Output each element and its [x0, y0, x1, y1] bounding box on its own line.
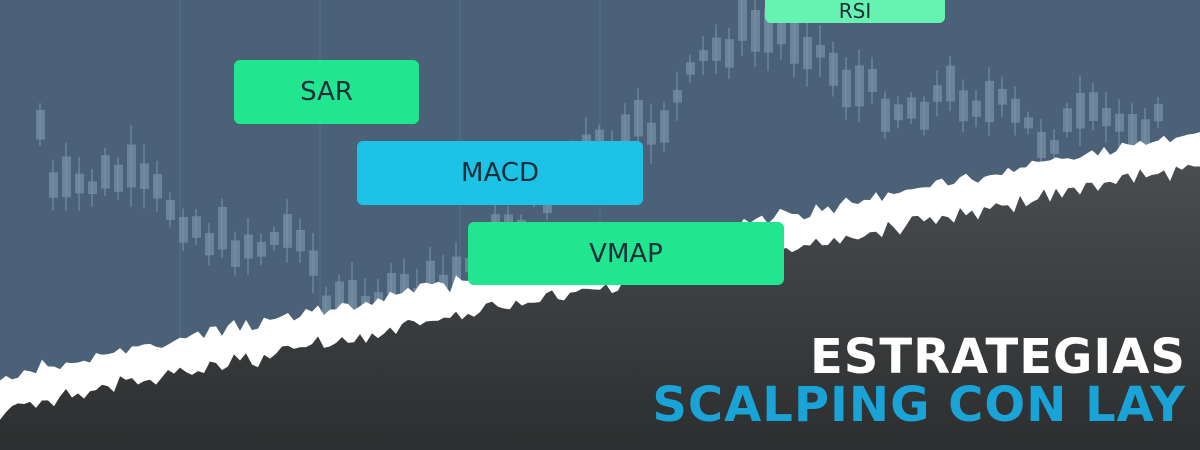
candle-body — [296, 229, 305, 252]
candle-body — [790, 21, 799, 64]
candle-body — [972, 100, 981, 117]
indicator-tag-vmap: VMAP — [468, 222, 784, 285]
candle-body — [764, 8, 773, 53]
candle-body — [933, 85, 942, 102]
candle-body — [101, 155, 110, 189]
candle-body — [283, 213, 292, 248]
candle-body — [751, 10, 760, 52]
candle-body — [1115, 113, 1124, 132]
candle-body — [218, 206, 227, 250]
candle-body — [842, 69, 851, 108]
candle-body — [127, 144, 136, 188]
candle-body — [335, 281, 344, 318]
candle-body — [348, 280, 357, 317]
candle-body — [1050, 140, 1059, 154]
candle-body — [166, 200, 175, 220]
headline-line-1: ESTRATEGIAS — [810, 329, 1186, 385]
candle-body — [309, 250, 318, 276]
candle-body — [1102, 108, 1111, 127]
candle-body — [1089, 92, 1098, 122]
candle-body — [1076, 93, 1085, 129]
candle-body — [816, 44, 825, 58]
candle-body — [114, 164, 123, 192]
candle-body — [1037, 132, 1046, 158]
candle-body — [777, 16, 786, 45]
candle-body — [1141, 119, 1150, 158]
candle-body — [1011, 98, 1020, 123]
candle-body — [439, 274, 448, 288]
candle-body — [712, 37, 721, 61]
candle-body — [179, 216, 188, 243]
candle-body — [400, 273, 409, 298]
candle-body — [1063, 108, 1072, 133]
candle-body — [153, 173, 162, 199]
candle-body — [959, 90, 968, 122]
candle-body — [36, 109, 45, 140]
candle-body — [673, 89, 682, 103]
indicator-tag-sar: SAR — [234, 60, 419, 124]
candle-body — [907, 97, 916, 119]
indicator-tag-macd: MACD — [357, 141, 643, 205]
candle-body — [946, 65, 955, 102]
indicator-tag-rsi: RSI — [765, 0, 945, 23]
candle-body — [725, 39, 734, 68]
candle-body — [881, 98, 890, 132]
candle-body — [699, 50, 708, 62]
candle-body — [985, 80, 994, 123]
candle-body — [49, 172, 58, 198]
candle-body — [621, 114, 630, 142]
candle-body — [140, 163, 149, 189]
candle-body — [894, 104, 903, 121]
candle-body — [920, 101, 929, 130]
candle-body — [75, 173, 84, 194]
candle-body — [322, 295, 331, 321]
candle-body — [88, 181, 97, 195]
candle-body — [257, 241, 266, 257]
candle-body — [686, 62, 695, 75]
candle-body — [855, 65, 864, 107]
candle-body — [231, 240, 240, 267]
candle-body — [998, 88, 1007, 105]
candle-body — [660, 110, 669, 143]
candle-body — [387, 273, 396, 295]
candle-body — [803, 36, 812, 70]
dark-lower-area — [0, 164, 1200, 450]
candle-body — [426, 260, 435, 284]
candle-body — [647, 122, 656, 145]
candle-body — [595, 129, 604, 146]
candle-body — [634, 100, 643, 137]
candle-body — [205, 233, 214, 256]
candle-body — [1154, 103, 1163, 122]
candle-body — [1128, 114, 1137, 158]
candlestick-group — [36, 0, 1163, 450]
candle-body — [62, 156, 71, 198]
candle-body — [270, 231, 279, 246]
candle-body — [738, 0, 747, 41]
candle-body — [192, 216, 201, 238]
candle-body — [1024, 117, 1033, 129]
candle-body — [829, 52, 838, 86]
candle-body — [244, 234, 253, 259]
candle-body — [868, 69, 877, 93]
headline-line-2: SCALPING CON LAY — [652, 377, 1186, 433]
